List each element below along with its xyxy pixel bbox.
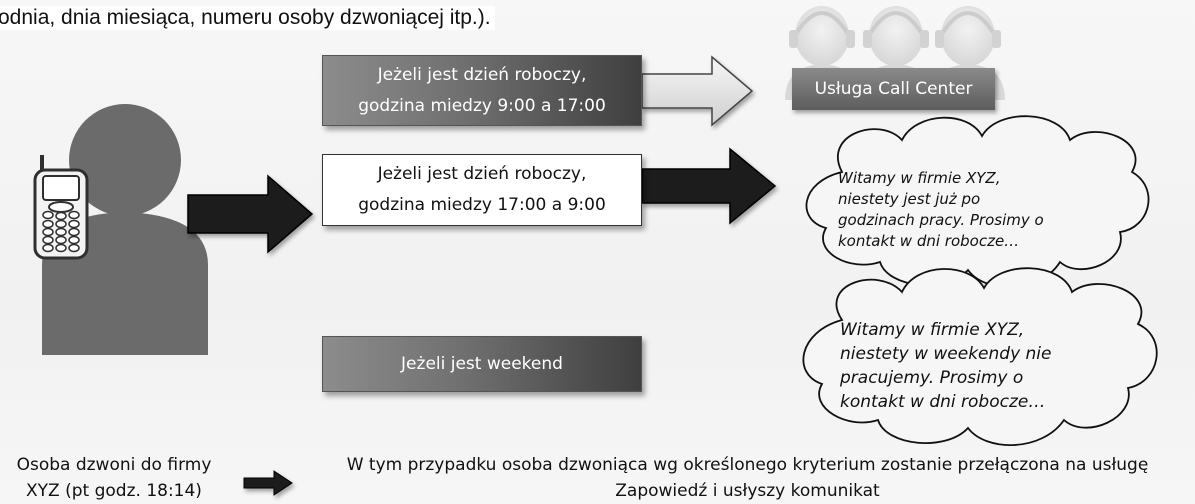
condition-line: godzina miedzy 9:00 a 17:00	[358, 95, 606, 116]
caller-description-line: Osoba dzwoni do firmy	[16, 455, 212, 475]
condition-box-after-hours: Jeżeli jest dzień roboczy, godzina miedz…	[322, 154, 642, 226]
condition-box-working-hours: Jeżeli jest dzień roboczy, godzina miedz…	[322, 55, 642, 126]
arrow-to-after-hours-icon	[641, 147, 777, 225]
condition-line: Jeżeli jest dzień roboczy,	[377, 164, 587, 184]
intro-text-fragment: odnia, dnia miesiąca, numeru osoby dzwon…	[0, 6, 495, 30]
outcome-description-line: W tym przypadku osoba dzwoniąca wg okreś…	[346, 455, 1149, 475]
condition-box-weekend: Jeżeli jest weekend	[322, 336, 642, 392]
arrow-to-call-center-icon	[641, 55, 754, 127]
message-line: Witamy w firmie XYZ,	[840, 320, 1025, 340]
weekend-message-cloud	[802, 267, 1158, 446]
condition-line: Jeżeli jest dzień roboczy,	[377, 64, 587, 85]
message-line: niestety jest już po	[838, 190, 981, 208]
caller-description: Osoba dzwoni do firmy XYZ (pt godz. 18:1…	[0, 452, 228, 504]
message-line: godzinach pracy. Prosimy o	[838, 211, 1044, 229]
message-line: kontakt w dni robocze…	[838, 232, 1020, 250]
condition-line: Jeżeli jest weekend	[401, 353, 563, 374]
condition-line: godzina miedzy 17:00 a 9:00	[358, 195, 606, 215]
footer-arrow-icon	[243, 470, 293, 496]
after-hours-message-text: Witamy w firmie XYZ, niestety jest już p…	[838, 168, 1100, 252]
after-hours-message-cloud	[805, 115, 1150, 288]
main-arrow-icon	[187, 174, 314, 254]
caller-description-line: XYZ (pt godz. 18:14)	[26, 481, 202, 501]
message-line: kontakt w dni robocze…	[840, 392, 1046, 412]
mobile-phone-icon	[33, 155, 89, 260]
outcome-description: W tym przypadku osoba dzwoniąca wg okreś…	[305, 452, 1190, 504]
message-line: pracujemy. Prosimy o	[840, 368, 1024, 388]
message-line: Witamy w firmie XYZ,	[838, 169, 1001, 187]
call-center-service-label: Usługa Call Center	[792, 68, 995, 110]
message-line: niestety w weekendy nie	[840, 344, 1052, 364]
outcome-description-line: Zapowiedź i usłyszy komunikat	[615, 481, 880, 501]
weekend-message-text: Witamy w firmie XYZ, niestety w weekendy…	[840, 318, 1098, 414]
